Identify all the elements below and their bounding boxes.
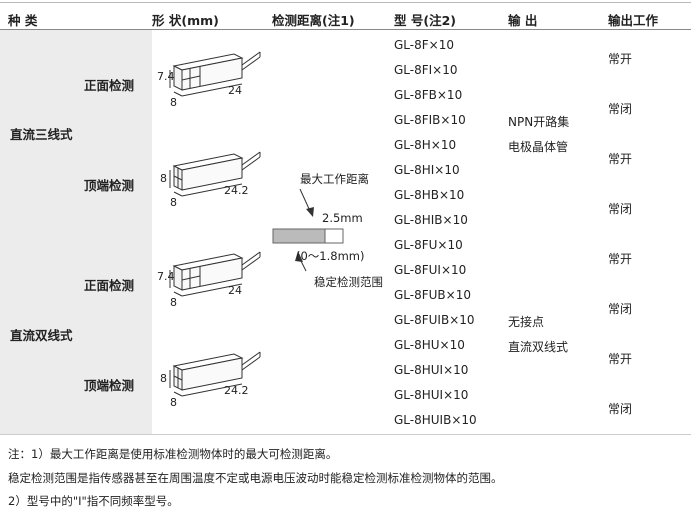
subcat-top-2: 顶端检测 xyxy=(84,378,135,393)
dim-top-width-2: 8 xyxy=(170,396,177,409)
category-dc3: 直流三线式 xyxy=(10,127,73,142)
note-1: 注：1）最大工作距离是使用标准检测物体时的最大可检测距离。 xyxy=(8,447,338,461)
operation-cell: 常开 xyxy=(608,52,633,66)
dim-top-length-1: 24.2 xyxy=(224,184,249,197)
model-row: GL-8HUI×10 xyxy=(394,363,469,377)
dim-front-length-2: 24 xyxy=(228,284,242,297)
header-type: 种 类 xyxy=(8,13,38,28)
top-sensor-drawing-2 xyxy=(169,351,261,397)
operation-cell: 常闭 xyxy=(608,302,633,316)
distance-value: 2.5mm xyxy=(322,211,363,225)
top-sensor-drawing-1 xyxy=(169,151,261,197)
header-model: 型 号(注2) xyxy=(394,13,456,28)
operation-cell: 常闭 xyxy=(608,102,633,116)
output-npn-line1: NPN开路集 xyxy=(508,115,570,129)
model-row: GL-8FU×10 xyxy=(394,238,463,252)
shape-drawings xyxy=(169,51,261,397)
model-row: GL-8HU×10 xyxy=(394,338,465,352)
stable-range-label: 稳定检测范围 xyxy=(314,275,383,289)
dim-top-width-1: 8 xyxy=(170,196,177,209)
subcat-top-1: 顶端检测 xyxy=(84,178,135,193)
model-row: GL-8HUIB×10 xyxy=(394,413,477,427)
category-dc2: 直流双线式 xyxy=(10,328,73,343)
max-distance-label: 最大工作距离 xyxy=(300,172,369,186)
output-dc2: 直流双线式 xyxy=(508,340,569,354)
subcat-front-1: 正面检测 xyxy=(84,78,135,93)
category-column xyxy=(0,30,152,434)
dim-front-height-2: 7.4 xyxy=(157,270,175,283)
dim-front-width-2: 8 xyxy=(170,296,177,309)
dim-top-height-1: 8 xyxy=(160,172,167,185)
distance-diagram xyxy=(272,188,344,272)
stable-range-value: (0～1.8mm) xyxy=(296,249,365,263)
dim-top-length-2: 24.2 xyxy=(224,384,249,397)
output-contactless: 无接点 xyxy=(508,315,545,329)
model-row: GL-8FIB×10 xyxy=(394,113,466,127)
output-npn-line2: 电极晶体管 xyxy=(508,140,569,154)
model-row: GL-8HUI×10 xyxy=(394,388,469,402)
model-row: GL-8FUI×10 xyxy=(394,263,467,277)
front-sensor-drawing-1 xyxy=(169,51,261,97)
subcat-front-2: 正面检测 xyxy=(84,278,135,293)
model-row: GL-8HB×10 xyxy=(394,188,465,202)
operation-cell: 常开 xyxy=(608,352,633,366)
dim-top-height-2: 8 xyxy=(160,372,167,385)
header-output: 输 出 xyxy=(508,13,538,28)
front-sensor-drawing-2 xyxy=(169,251,261,297)
model-row: GL-8FUB×10 xyxy=(394,288,471,302)
header-operation: 输出工作 xyxy=(608,13,659,28)
operation-cell: 常开 xyxy=(608,152,633,166)
model-row: GL-8FUIB×10 xyxy=(394,313,475,327)
note-2: 稳定检测范围是指传感器甚至在周围温度不定或电源电压波动时能稳定检测标准检测物体的… xyxy=(8,471,503,485)
dim-front-width-1: 8 xyxy=(170,96,177,109)
operation-cell: 常闭 xyxy=(608,402,633,416)
dim-front-length-1: 24 xyxy=(228,84,242,97)
note-3: 2）型号中的"I"指不同频率型号。 xyxy=(8,494,179,508)
model-row: GL-8F×10 xyxy=(394,38,454,52)
model-row: GL-8H×10 xyxy=(394,138,457,152)
model-row: GL-8HIB×10 xyxy=(394,213,468,227)
header-distance: 检测距离(注1) xyxy=(272,13,355,28)
model-row: GL-8FI×10 xyxy=(394,63,458,77)
dim-front-height-1: 7.4 xyxy=(157,70,175,83)
operation-cell: 常开 xyxy=(608,252,633,266)
operation-cell: 常闭 xyxy=(608,202,633,216)
model-row: GL-8FB×10 xyxy=(394,88,463,102)
model-row: GL-8HI×10 xyxy=(394,163,460,177)
header-shape: 形 状(mm) xyxy=(152,13,219,28)
